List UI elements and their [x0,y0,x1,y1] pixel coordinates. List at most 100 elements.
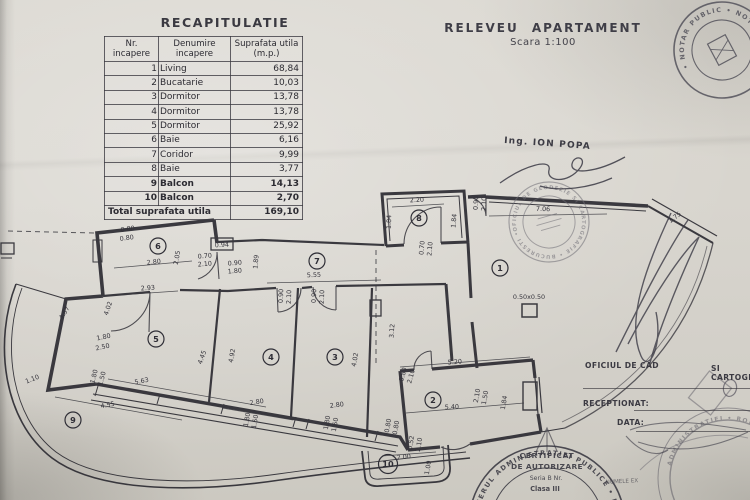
dim-label: 2.10 [318,290,326,305]
cell-name: Dormitor [158,104,231,120]
cell-name: Balcon [158,190,231,206]
recap-total-row: Total suprafata utila 169,10 [104,204,303,221]
recap-header-area: Suprafata utila (m.p.) [230,36,303,62]
dim-label: 4.55 [100,400,115,411]
cell-name: Baie [158,161,231,178]
room-number: 6 [155,241,161,251]
dim-label: 5.63 [134,376,149,387]
dim-label: 1.50 [330,417,340,432]
author-signature [499,156,626,190]
dim-label: 0.80 [391,420,401,435]
cell-area: 9,99 [230,147,303,163]
dim-label: 2.10 [197,259,212,268]
cell-nr: 7 [104,147,159,163]
recap-header-row: Nr. incapere Denumire incapere Suprafata… [104,36,303,62]
cell-name: Living [158,60,231,77]
room-number: 9 [70,415,76,425]
dim-label: 7.06 [536,205,551,213]
dim-label: 2.10 [480,197,489,212]
dim-label: 1.89 [251,254,260,269]
dim-label: 2.80 [249,397,264,407]
dim-label: 4.02 [102,300,114,316]
dim-label: 1.10 [24,373,40,386]
column-marker [521,303,538,318]
cell-nr: 10 [104,190,159,206]
dim-label: 2.80 [146,257,161,266]
signature-bottom-right [625,421,749,454]
dim-label: 0.70 [197,251,212,260]
dim-label: 1.80 [242,412,252,427]
room-circle [377,453,399,475]
dim-label: 1.00 [423,460,433,475]
dim-label: 2.50 [95,342,111,353]
dim-label: 1.80 [96,332,112,343]
dim-label: 2.10 [414,437,424,452]
cell-area: 14,13 [230,176,303,192]
dim-label: 1.80 [88,369,99,385]
dim-label: 0.80 [119,233,134,243]
room-number: 8 [416,213,422,223]
svg-text:Seria B Nr.: Seria B Nr. [530,475,563,482]
dim-label: 4.45 [196,349,208,365]
dim-label: 4.57 [57,305,71,321]
dim-label: 0.70 [417,240,426,255]
underline-date [636,431,750,433]
cell-area: 3,77 [230,161,303,178]
data-label: DATA: [617,418,645,427]
cadastre-office-label-right: SI CARTOGR [711,364,750,382]
dim-label: 2.05 [172,250,182,265]
dim-label: 5.40 [445,403,460,412]
stamp-cluster-marks [639,370,749,471]
dim-label: 0.90 [310,289,318,304]
dim-label: 4.92 [227,348,237,363]
dim-label: 2.10 [405,369,416,385]
receptionat-label: RECEPTIONAT: [583,399,650,408]
cell-nr: 6 [104,132,159,149]
page-title: RELEVEU APARTAMENT [444,21,642,35]
cell-area: 10,03 [230,75,303,91]
plan-walls [0,189,718,489]
dim-label: 0.90 [472,196,481,211]
recap-total-value: 169,10 [230,204,303,221]
plan-dashed-lines [7,230,377,364]
dim-label: 0.50x0.50 [513,293,545,301]
room-number: 5 [153,334,159,344]
plan-doors [110,196,487,451]
dim-label: 0.94 [215,241,230,250]
room-circle [308,252,326,270]
dim-label: 1.84 [449,213,458,228]
dim-label: 1.84 [499,395,509,410]
room-circle [326,348,344,366]
dim-label: 2.20 [410,196,425,205]
recap-title: RECAPITULATIE [160,15,290,30]
dim-label: 1.50 [250,414,260,429]
room-number: 4 [268,352,274,362]
cell-area: 68,84 [230,60,303,77]
cell-name: Balcon [158,176,231,192]
stamp-certificat-lines: CERTIFICAT DE AUTORIZARE Seria B Nr. Cla… [511,426,638,493]
dim-label: 1.80 [322,415,332,430]
svg-text:Clasa III: Clasa III [530,485,560,493]
dim-label: 0.80 [120,224,135,234]
dim-label: 2.00 [396,452,411,461]
dim-label: 0.80 [397,367,408,383]
dim-label: 2.10 [285,290,293,305]
scale-label: Scara 1:100 [510,37,576,48]
svg-text:• NOTAR PUBLIC • NOTAR PUBLIC: • NOTAR PUBLIC • NOTAR PUBLIC [662,0,750,105]
cell-name: Coridor [158,147,231,163]
svg-text:CERTIFICAT: CERTIFICAT [519,451,574,460]
room-circle [64,411,82,429]
cell-name: Baie [158,132,231,149]
dim-label: 2.80 [329,400,344,410]
cell-nr: 5 [104,118,159,134]
